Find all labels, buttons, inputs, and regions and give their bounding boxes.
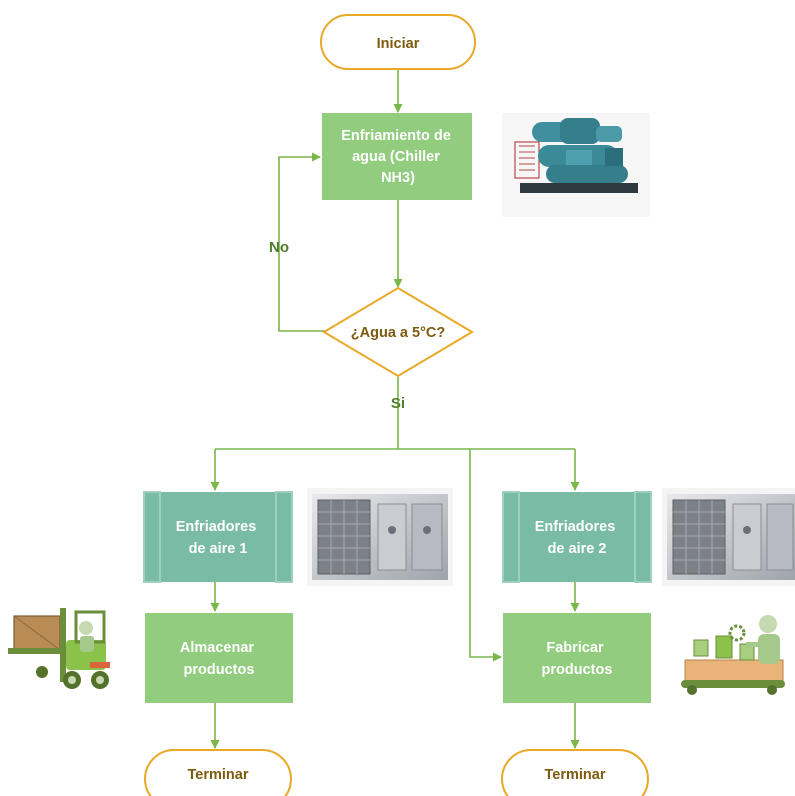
edge-to-make-direct [469, 449, 502, 662]
start-terminal: Iniciar [320, 14, 476, 70]
assembly-worker-icon [681, 615, 785, 695]
air-unit-photo-1 [307, 488, 453, 586]
yes-label: Si [391, 395, 405, 412]
forklift-icon [8, 608, 110, 689]
svg-text:Enfriamiento de agua (Ch: Enfriamiento de agua (Chiller NH3) [341, 128, 455, 186]
end-terminal-1: Terminar [144, 749, 292, 796]
connectors [210, 68, 580, 749]
store-products-line2: productos [184, 662, 255, 678]
end-1-label: Terminar [188, 767, 249, 783]
svg-text:Enfriadores de aire 1: Enfriadores de aire 1 [176, 519, 261, 557]
air-cooler-2-line2: de aire 2 [548, 541, 607, 557]
air-cooler-1-line1: Enfriadores [176, 519, 257, 535]
air-cooler-1-line2: de aire 1 [189, 541, 248, 557]
svg-text:Fabricar productos: Fabricar productos [542, 640, 613, 678]
chiller-label-line2: agua (Chiller [352, 149, 440, 165]
svg-text:Enfriadores de aire 2: Enfriadores de aire 2 [535, 519, 620, 557]
edge-no-loop [278, 152, 325, 332]
air-cooler-2-box: Enfriadores de aire 2 [502, 491, 652, 583]
air-cooler-1-box: Enfriadores de aire 1 [143, 491, 293, 583]
decision-label: ¿Agua a 5°C? [351, 325, 446, 341]
chiller-label-line3: NH3) [381, 170, 415, 186]
chiller-process-box: Enfriamiento de agua (Chiller NH3) [322, 113, 472, 200]
end-terminal-2: Terminar [501, 749, 649, 796]
svg-text:Almacenar productos: Almacenar productos [180, 640, 258, 678]
start-label: Iniciar [377, 36, 420, 52]
air-unit-photo-2 [662, 488, 795, 586]
store-products-box: Almacenar productos [145, 613, 293, 703]
make-products-line1: Fabricar [546, 640, 604, 656]
no-label: No [269, 239, 289, 256]
decision-diamond: ¿Agua a 5°C? [322, 286, 474, 378]
air-cooler-2-line1: Enfriadores [535, 519, 616, 535]
chiller-photo [502, 113, 650, 217]
chiller-label-line1: Enfriamiento de [341, 128, 451, 144]
make-products-line2: productos [542, 662, 613, 678]
make-products-box: Fabricar productos [503, 613, 651, 703]
store-products-line1: Almacenar [180, 640, 255, 656]
end-2-label: Terminar [545, 767, 606, 783]
